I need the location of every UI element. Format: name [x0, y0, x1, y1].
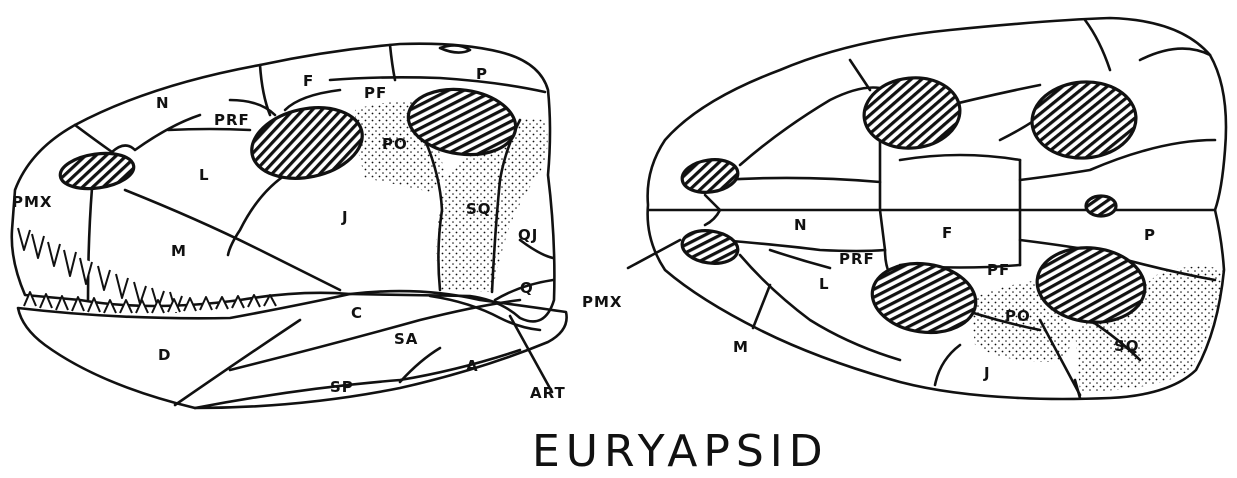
lateral-label-p: P [476, 65, 488, 83]
dorsal-label-j: J [983, 364, 991, 382]
lateral-label-q: Q [520, 279, 534, 297]
lateral-label-prf: PRF [214, 111, 250, 129]
lateral-label-a: A [466, 357, 479, 375]
lower-jaw-outline [18, 291, 567, 408]
dorsal-label-p: P [1144, 226, 1156, 244]
lateral-label-po: PO [382, 135, 408, 153]
lateral-label-f: F [303, 72, 314, 90]
lateral-label-j: J [341, 208, 349, 226]
dorsal-label-pmx: PMX [582, 293, 623, 311]
m-leader-line [753, 285, 770, 328]
dorsal-orbit-lower [868, 257, 980, 339]
dorsal-label-f: F [942, 224, 953, 242]
lateral-label-d: D [158, 346, 171, 364]
dorsal-label-m: M [733, 338, 749, 356]
dorsal-naris-right [680, 227, 740, 266]
lateral-label-sq: SQ [466, 200, 492, 218]
pmx-leader-line [628, 240, 680, 268]
dorsal-label-sq: SQ [1114, 337, 1140, 355]
dorsal-pineal-foramen [1086, 196, 1116, 216]
dorsal-label-po: PO [1005, 307, 1031, 325]
dorsal-view: N F P PRF PF L PMX PO M J SQ [582, 18, 1226, 399]
dorsal-temporal-upper [1029, 78, 1138, 161]
lateral-label-pf: PF [364, 84, 387, 102]
lateral-label-pmx: PMX [12, 193, 53, 211]
dorsal-orbit-upper [861, 73, 964, 153]
lateral-label-art: ART [530, 384, 566, 402]
dorsal-label-l: L [819, 275, 830, 293]
lateral-external-naris [58, 149, 136, 193]
dorsal-label-pf: PF [987, 261, 1010, 279]
lateral-label-sp: SP [330, 378, 354, 396]
lateral-label-n: N [156, 94, 170, 112]
lateral-label-sa: SA [394, 330, 418, 348]
lateral-label-qj: QJ [518, 226, 538, 244]
lateral-orbit [245, 98, 369, 188]
lateral-label-c: C [351, 304, 363, 322]
figure-title: EURYAPSID [532, 426, 829, 477]
lateral-label-l: L [199, 166, 210, 184]
dorsal-naris-left [680, 156, 740, 195]
dorsal-label-prf: PRF [839, 250, 875, 268]
lower-teeth [24, 292, 276, 313]
dorsal-label-n: N [794, 216, 808, 234]
lateral-label-m: M [171, 242, 187, 260]
lateral-view: PMX N PRF F PF P L PO J M SQ QJ Q C SA D… [12, 44, 567, 408]
